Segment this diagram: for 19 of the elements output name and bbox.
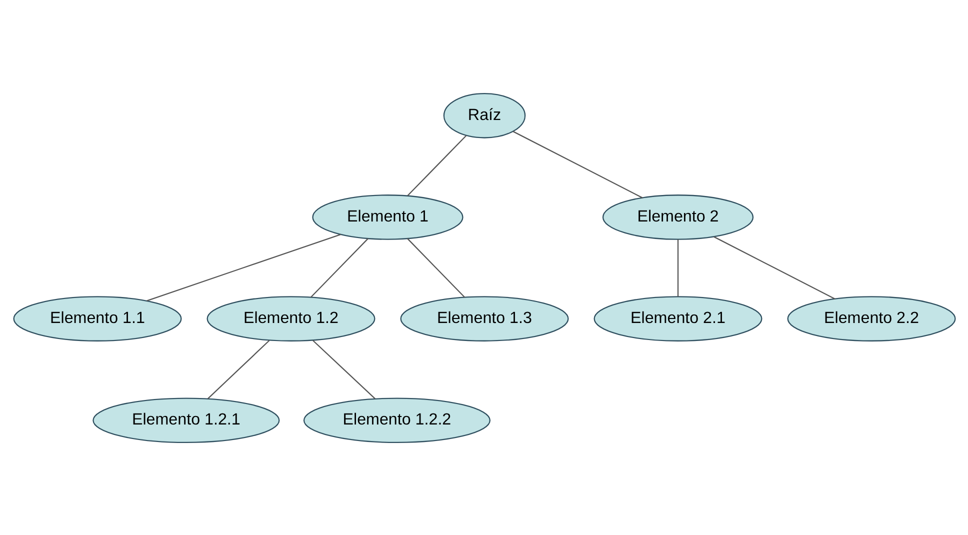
node-ellipse: Elemento 2.1 — [593, 296, 762, 341]
connector — [146, 233, 340, 301]
node-ellipse: Elemento 1.3 — [400, 296, 568, 341]
node-ellipse: Raíz — [442, 92, 526, 138]
node-ellipse: Elemento 1.2.2 — [302, 397, 490, 443]
node-ellipse: Elemento 1.2.1 — [92, 397, 280, 443]
node-ellipse: Elemento 2 — [602, 194, 754, 240]
node-ellipse: Elemento 2.2 — [786, 296, 956, 341]
connector — [312, 340, 375, 399]
node-ellipse: Elemento 1.2 — [206, 296, 375, 341]
connector — [310, 238, 368, 298]
connector — [406, 134, 466, 196]
node-ellipse: Elemento 1.1 — [12, 296, 182, 341]
connector — [206, 340, 270, 399]
node-ellipse: Elemento 1 — [312, 194, 463, 240]
connector — [713, 236, 835, 299]
connector — [406, 238, 465, 298]
connector — [512, 130, 642, 198]
connector — [676, 238, 678, 296]
